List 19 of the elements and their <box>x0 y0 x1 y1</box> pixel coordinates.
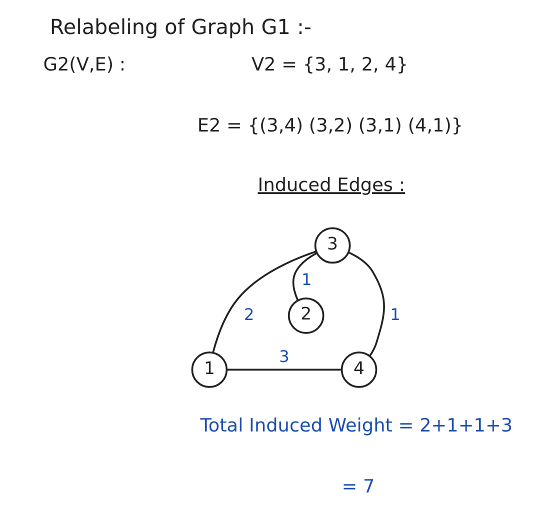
label: Induced Edges : <box>257 175 405 196</box>
edge-label: 1 <box>301 270 312 289</box>
edge-label: 3 <box>278 346 289 366</box>
connector <box>212 250 316 353</box>
label: G2(V,E) : <box>42 54 126 76</box>
node-circle: 4 <box>340 352 377 388</box>
node-circle: 2 <box>287 297 324 334</box>
connector <box>348 252 384 356</box>
edge-label: 2 <box>244 304 254 324</box>
node-circle: 3 <box>314 227 350 264</box>
label: V2 = {3, 1, 2, 4} <box>250 54 408 76</box>
node-circle: 1 <box>190 352 228 388</box>
edge-label: 1 <box>390 304 400 324</box>
label: E2 = {(3,4) (3,2) (3,1) (4,1)} <box>196 115 463 136</box>
diagram-title: Relabeling of Graph G1 :- <box>49 15 311 40</box>
connector <box>226 368 342 371</box>
label: = 7 <box>341 476 374 498</box>
connector <box>292 252 317 301</box>
label: Total Induced Weight = 2+1+1+3 <box>200 416 512 437</box>
